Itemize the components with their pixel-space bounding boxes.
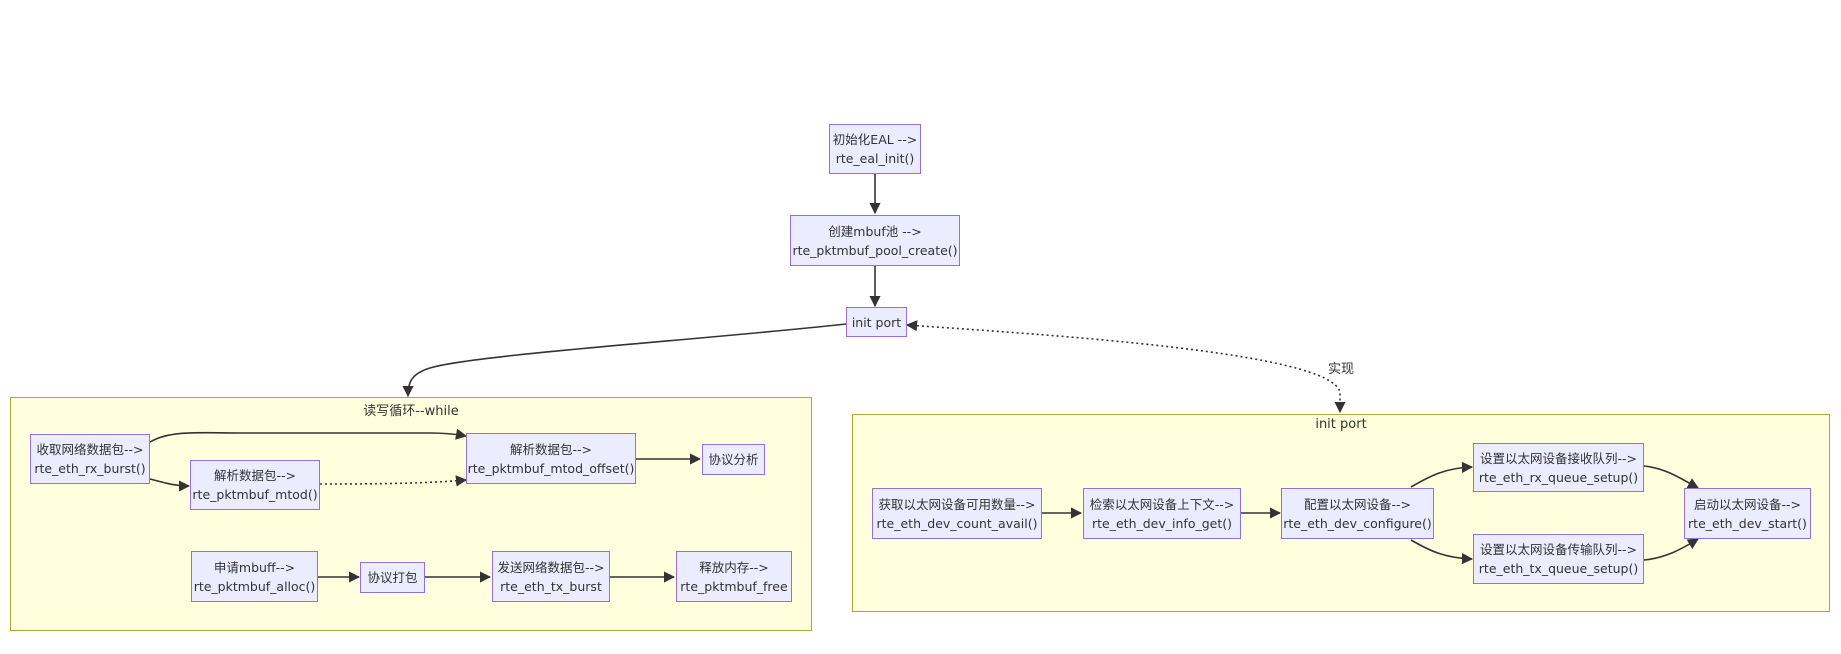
node-mtod-line2: rte_pktmbuf_mtod()	[192, 487, 318, 502]
node-mtod-offset-line1: 解析数据包-->	[510, 441, 592, 457]
cluster-init-port-title: init port	[1315, 417, 1367, 432]
node-count-avail[interactable]: 获取以太网设备可用数量--> rte_eth_dev_count_avail()	[872, 488, 1042, 539]
edge-rx-to-mtodoffset	[149, 428, 468, 443]
node-dev-configure-line2: rte_eth_dev_configure()	[1283, 515, 1432, 531]
node-tx-queue-setup[interactable]: 设置以太网设备传输队列--> rte_eth_tx_queue_setup()	[1473, 534, 1644, 584]
edge-rx-to-mtod	[149, 478, 191, 492]
node-tx-queue-setup-line1: 设置以太网设备传输队列-->	[1480, 542, 1637, 557]
node-eal-init-line2: rte_eal_init()	[835, 151, 915, 166]
node-proto-analyze[interactable]: 协议分析	[702, 444, 765, 475]
node-eal-init[interactable]: 初始化EAL --> rte_eal_init()	[829, 124, 921, 174]
node-free-line1: 释放内存-->	[699, 559, 769, 575]
node-dev-start[interactable]: 启动以太网设备--> rte_eth_dev_start()	[1684, 488, 1811, 539]
edge-initport-to-rwloop	[402, 323, 847, 398]
node-eal-init-line1: 初始化EAL -->	[832, 132, 918, 147]
node-dev-configure[interactable]: 配置以太网设备--> rte_eth_dev_configure()	[1281, 488, 1434, 539]
node-rx-queue-setup-line2: rte_eth_rx_queue_setup()	[1478, 469, 1639, 485]
node-mtod[interactable]: 解析数据包--> rte_pktmbuf_mtod()	[190, 460, 320, 510]
node-count-avail-line1: 获取以太网设备可用数量-->	[878, 496, 1036, 512]
node-count-avail-line2: rte_eth_dev_count_avail()	[876, 515, 1038, 531]
node-rx-queue-setup-line1: 设置以太网设备接收队列-->	[1480, 450, 1637, 466]
node-tx-queue-setup-line2: rte_eth_tx_queue_setup()	[1478, 561, 1639, 576]
node-mtod-line1: 解析数据包-->	[214, 468, 296, 483]
node-info-get-line2: rte_eth_dev_info_get()	[1092, 515, 1232, 531]
node-alloc-line1: 申请mbuff-->	[213, 559, 296, 575]
node-alloc[interactable]: 申请mbuff--> rte_pktmbuf_alloc()	[191, 551, 318, 602]
node-mtod-offset[interactable]: 解析数据包--> rte_pktmbuf_mtod_offset()	[466, 433, 636, 484]
node-pool-create-line2: rte_pktmbuf_pool_create()	[792, 242, 958, 258]
node-dev-start-line2: rte_eth_dev_start()	[1688, 515, 1807, 531]
node-free-line2: rte_pktmbuf_free	[680, 578, 788, 594]
node-init-port[interactable]: init port	[846, 307, 907, 337]
node-init-port-label: init port	[851, 314, 902, 330]
node-tx-burst[interactable]: 发送网络数据包--> rte_eth_tx_burst	[492, 551, 610, 602]
edge-label-implement: 实现	[1327, 358, 1356, 377]
cluster-rw-loop-title: 读写循环--while	[363, 404, 459, 419]
edge-configure-to-rx	[1410, 461, 1474, 488]
node-proto-pack[interactable]: 协议打包	[360, 562, 425, 593]
node-rx-burst[interactable]: 收取网络数据包--> rte_eth_rx_burst()	[30, 434, 150, 484]
node-proto-pack-label: 协议打包	[367, 570, 418, 585]
node-pool-create[interactable]: 创建mbuf池 --> rte_pktmbuf_pool_create()	[790, 215, 960, 266]
node-rx-burst-line1: 收取网络数据包-->	[36, 442, 144, 457]
node-pool-create-line1: 创建mbuf池 -->	[828, 223, 922, 239]
edge-tx-to-start	[1643, 538, 1699, 561]
edge-mtod-to-mtodoffset	[319, 475, 468, 487]
node-info-get-line1: 检索以太网设备上下文-->	[1089, 496, 1235, 512]
node-rx-queue-setup[interactable]: 设置以太网设备接收队列--> rte_eth_rx_queue_setup()	[1473, 443, 1644, 492]
node-rx-burst-line2: rte_eth_rx_burst()	[34, 461, 146, 476]
node-tx-burst-line2: rte_eth_tx_burst	[500, 578, 602, 594]
node-tx-burst-line1: 发送网络数据包-->	[497, 559, 605, 575]
node-dev-start-line1: 启动以太网设备-->	[1694, 496, 1801, 512]
node-alloc-line2: rte_pktmbuf_alloc()	[193, 578, 316, 594]
edge-initport-implement	[905, 320, 1346, 414]
node-dev-configure-line1: 配置以太网设备-->	[1304, 496, 1411, 512]
node-mtod-offset-line2: rte_pktmbuf_mtod_offset()	[467, 460, 635, 476]
node-free[interactable]: 释放内存--> rte_pktmbuf_free	[676, 551, 792, 602]
node-info-get[interactable]: 检索以太网设备上下文--> rte_eth_dev_info_get()	[1083, 488, 1241, 539]
edge-rx-to-start	[1643, 465, 1699, 489]
edge-configure-to-tx	[1410, 539, 1474, 565]
node-proto-analyze-label: 协议分析	[708, 452, 759, 467]
